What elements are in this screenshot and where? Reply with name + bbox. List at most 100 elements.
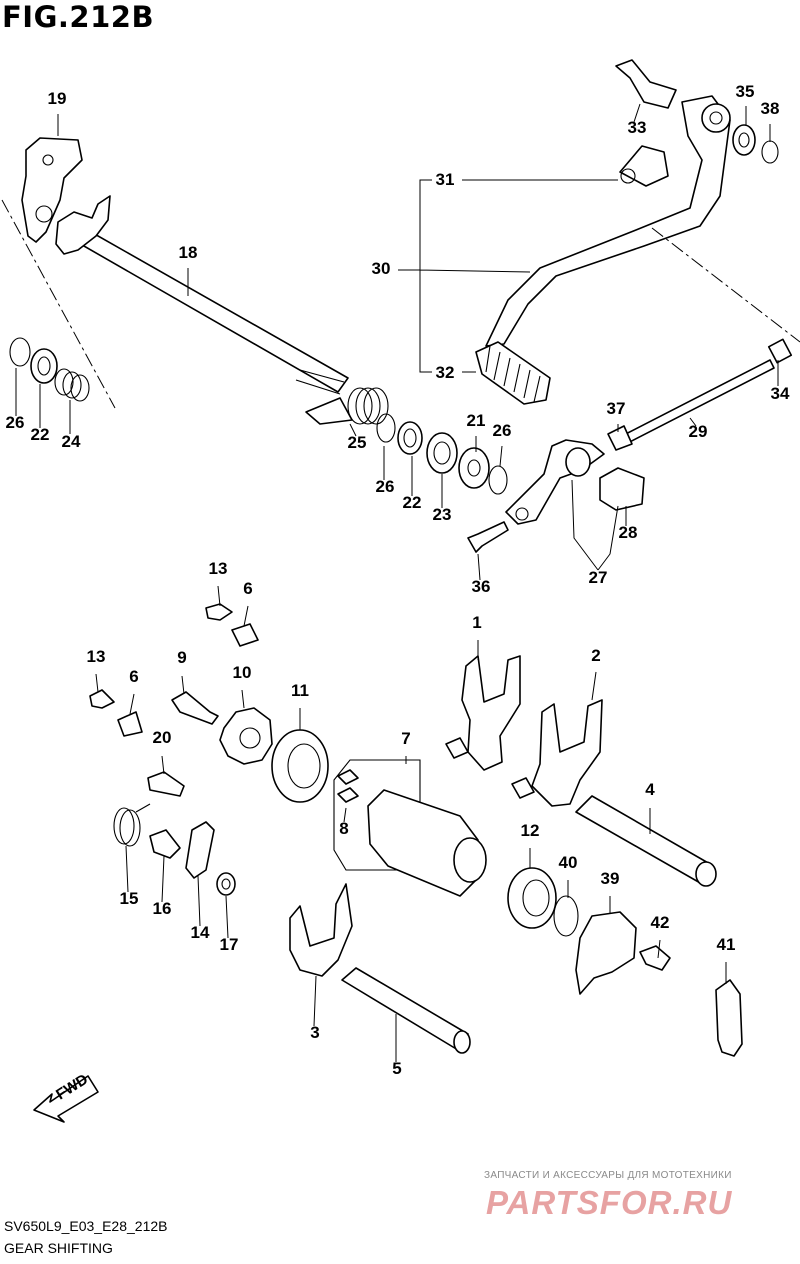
callout-32[interactable]: 32	[436, 363, 455, 382]
callout-3[interactable]: 3	[310, 1023, 319, 1042]
part-34-nut[interactable]	[767, 338, 793, 364]
callout-36[interactable]: 36	[472, 577, 491, 596]
part-13-bolt-lower[interactable]	[89, 689, 115, 709]
callout-1[interactable]: 1	[472, 613, 481, 632]
callout-4[interactable]: 4	[645, 780, 655, 799]
callout-12[interactable]: 12	[521, 821, 540, 840]
callout-20[interactable]: 20	[153, 728, 172, 747]
part-26-circlip-mid[interactable]	[376, 413, 396, 443]
part-23-oil-seal[interactable]	[426, 432, 458, 474]
callout-5[interactable]: 5	[392, 1059, 401, 1078]
callout-30[interactable]: 30	[372, 259, 391, 278]
callout-26[interactable]: 26	[376, 477, 395, 496]
part-2-shift-fork[interactable]	[531, 699, 603, 807]
part-37-nut[interactable]	[607, 425, 633, 451]
part-3-shift-fork[interactable]	[289, 883, 353, 977]
callout-11[interactable]: 11	[291, 681, 309, 700]
callout-22[interactable]: 22	[403, 493, 422, 512]
part-9-cam-pin[interactable]	[171, 691, 219, 725]
callout-8[interactable]: 8	[339, 819, 348, 838]
callout-42[interactable]: 42	[651, 913, 670, 932]
callout-29[interactable]: 29	[689, 422, 708, 441]
callout-6[interactable]: 6	[243, 579, 252, 598]
part-27-hole	[515, 507, 529, 521]
part-40-o-ring[interactable]	[553, 895, 579, 937]
part-31-rod-end[interactable]	[619, 145, 669, 187]
callout-16[interactable]: 16	[153, 899, 172, 918]
part-23-oil-seal-inner	[433, 441, 451, 465]
part-13-bolt-upper[interactable]	[205, 603, 233, 621]
callout-13[interactable]: 13	[209, 559, 228, 578]
part-32-pedal-rubber[interactable]	[475, 341, 551, 405]
callout-2[interactable]: 2	[591, 646, 600, 665]
figure-title: FIG.212B	[2, 0, 155, 34]
part-24-spring-left[interactable]	[54, 368, 90, 402]
part-27-shift-link-arm[interactable]	[505, 439, 605, 525]
part-18-splines	[295, 369, 345, 395]
part-30-shift-pedal[interactable]	[485, 95, 731, 347]
callout-7[interactable]: 7	[401, 729, 410, 748]
callout-10[interactable]: 10	[233, 663, 252, 682]
part-26-circlip-right[interactable]	[488, 465, 508, 495]
callout-26[interactable]: 26	[6, 413, 25, 432]
part-39-gear-position-switch[interactable]	[575, 911, 637, 995]
part-30-pivot-boss	[701, 103, 731, 133]
part-18-shaft-arm[interactable]	[55, 195, 111, 255]
part-27-joint	[565, 447, 591, 477]
callout-21[interactable]: 21	[467, 411, 486, 430]
part-19-hole	[35, 205, 53, 223]
part-42-bolt[interactable]	[639, 945, 671, 971]
part-33-pedal-bolt[interactable]	[615, 59, 677, 109]
callout-25[interactable]: 25	[348, 433, 367, 452]
callout-22[interactable]: 22	[31, 425, 50, 444]
part-18-gearshift-shaft[interactable]	[69, 227, 349, 393]
callout-40[interactable]: 40	[559, 853, 578, 872]
part-20-bolt[interactable]	[147, 771, 185, 797]
part-38-circlip[interactable]	[761, 140, 779, 164]
part-5-fork-shaft[interactable]	[341, 967, 469, 1051]
callout-38[interactable]: 38	[761, 99, 780, 118]
part-36-bolt[interactable]	[467, 521, 509, 553]
callout-34[interactable]: 34	[771, 384, 790, 403]
part-35-washer[interactable]	[732, 124, 756, 156]
part-28-rod-end[interactable]	[599, 467, 645, 511]
part-25-return-spring[interactable]	[305, 387, 389, 425]
part-26-circlip-left[interactable]	[9, 337, 31, 367]
part-1-shift-fork[interactable]	[461, 655, 521, 771]
part-6-plate-upper[interactable]	[231, 623, 259, 647]
callout-15[interactable]: 15	[120, 889, 139, 908]
callout-35[interactable]: 35	[736, 82, 755, 101]
part-41-wire-clamp[interactable]	[715, 979, 743, 1057]
part-4-fork-shaft[interactable]	[575, 795, 711, 885]
callout-39[interactable]: 39	[601, 869, 620, 888]
part-22-washer-mid[interactable]	[397, 421, 423, 455]
part-8-pins[interactable]	[337, 769, 359, 803]
callout-13[interactable]: 13	[87, 647, 106, 666]
callout-18[interactable]: 18	[179, 243, 198, 262]
callout-41[interactable]: 41	[717, 935, 736, 954]
callout-37[interactable]: 37	[607, 399, 626, 418]
callout-6[interactable]: 6	[129, 667, 138, 686]
part-15-stopper-spring[interactable]	[113, 803, 151, 847]
callout-27[interactable]: 27	[589, 568, 608, 587]
part-21-washer-hole	[467, 459, 481, 477]
part-17-washer[interactable]	[216, 872, 236, 896]
part-6-plate-lower[interactable]	[117, 711, 143, 737]
part-16-stopper-bolt[interactable]	[149, 829, 181, 859]
part-19-shift-arm[interactable]	[21, 137, 83, 243]
callout-17[interactable]: 17	[220, 935, 239, 954]
callout-33[interactable]: 33	[628, 118, 647, 137]
callout-28[interactable]: 28	[619, 523, 638, 542]
part-10-stopper-cam[interactable]	[219, 707, 273, 765]
callout-9[interactable]: 9	[177, 648, 186, 667]
callout-26[interactable]: 26	[493, 421, 512, 440]
part-21-washer[interactable]	[458, 447, 490, 489]
callout-14[interactable]: 14	[191, 923, 210, 942]
part-14-stopper-arm[interactable]	[185, 821, 215, 879]
callout-24[interactable]: 24	[62, 432, 81, 451]
callout-23[interactable]: 23	[433, 505, 452, 524]
part-4-shaft-end	[695, 861, 717, 887]
callout-31[interactable]: 31	[436, 170, 455, 189]
callout-19[interactable]: 19	[48, 89, 67, 108]
part-22-washer-left[interactable]	[30, 348, 58, 384]
